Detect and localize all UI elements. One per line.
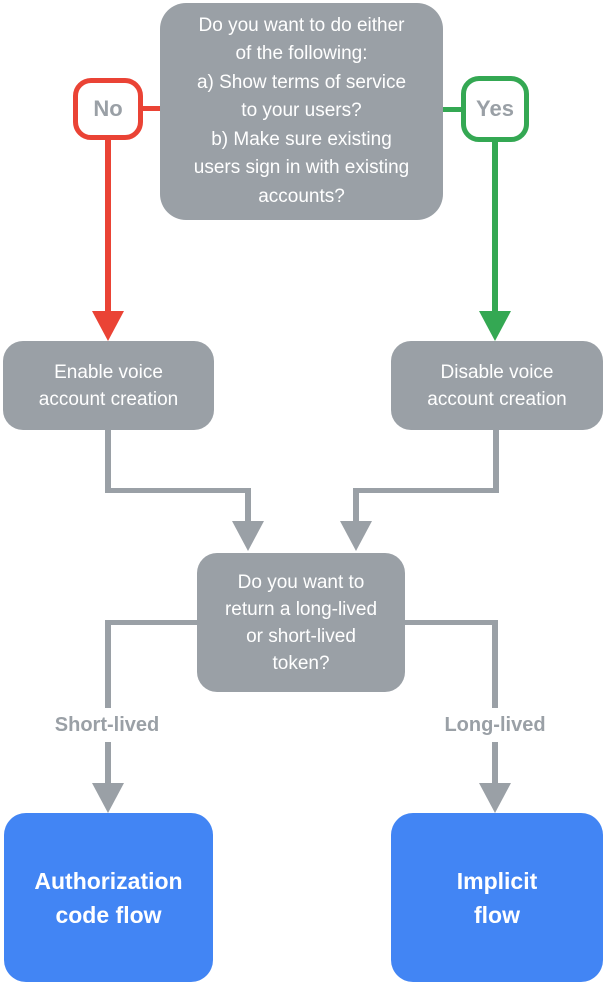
enable-voice-line: account creation — [38, 388, 179, 410]
top-question-box: Do you want to do either of the followin… — [160, 3, 443, 220]
disable-voice-line: Disable voice — [440, 361, 554, 383]
short-lived-label: Short-lived — [22, 708, 192, 742]
disable-out-horizontal-line — [353, 488, 499, 493]
disable-out-vertical-line — [493, 430, 499, 491]
short-lived-vertical-line — [105, 620, 111, 783]
top-question-line: Do you want to do either — [198, 15, 405, 37]
disable-in-vertical-line — [353, 488, 359, 524]
enable-out-horizontal-line — [105, 488, 250, 493]
no-badge: No — [73, 78, 143, 140]
top-question-line: of the following: — [235, 43, 368, 65]
enable-in-arrowhead-icon — [232, 521, 264, 551]
top-question-line: accounts? — [258, 185, 345, 207]
top-question-line: b) Make sure existing — [211, 128, 392, 150]
top-question-line: users sign in with existing — [193, 157, 410, 179]
long-lived-label: Long-lived — [410, 708, 580, 742]
top-question-line: a) Show terms of service — [196, 71, 407, 93]
no-branch-horizontal-line — [140, 106, 162, 111]
authorization-code-flow-line: code flow — [55, 901, 162, 928]
top-question-line: to your users? — [241, 100, 362, 122]
enable-voice-line: Enable voice — [54, 361, 163, 383]
implicit-flow-line: flow — [474, 901, 520, 928]
no-branch-vertical-line — [105, 136, 111, 312]
authorization-code-flow-line: Authorization — [34, 867, 183, 894]
enable-out-vertical-line — [105, 430, 111, 491]
disable-voice-line: account creation — [427, 388, 567, 410]
disable-voice-box: Disable voice account creation — [391, 341, 603, 430]
enable-voice-box: Enable voice account creation — [3, 341, 214, 430]
long-lived-vertical-line — [492, 620, 498, 783]
yes-branch-horizontal-line — [441, 107, 463, 112]
long-lived-horizontal-line — [405, 620, 497, 625]
enable-in-vertical-line — [245, 488, 251, 524]
token-question-line: or short-lived — [246, 625, 356, 647]
implicit-flow-box: Implicit flow — [391, 813, 603, 982]
short-lived-arrowhead-icon — [92, 783, 124, 813]
token-question-line: return a long-lived — [224, 598, 378, 620]
implicit-flow-line: Implicit — [456, 867, 538, 894]
authorization-code-flow-box: Authorization code flow — [4, 813, 213, 982]
token-question-box: Do you want to return a long-lived or sh… — [197, 553, 405, 692]
disable-in-arrowhead-icon — [340, 521, 372, 551]
yes-branch-vertical-line — [492, 140, 498, 312]
yes-badge: Yes — [461, 76, 529, 142]
short-lived-horizontal-line — [105, 620, 197, 625]
token-question-line: token? — [272, 652, 330, 674]
no-branch-arrowhead-icon — [92, 311, 124, 341]
yes-branch-arrowhead-icon — [479, 311, 511, 341]
token-question-line: Do you want to — [237, 571, 365, 593]
long-lived-arrowhead-icon — [479, 783, 511, 813]
